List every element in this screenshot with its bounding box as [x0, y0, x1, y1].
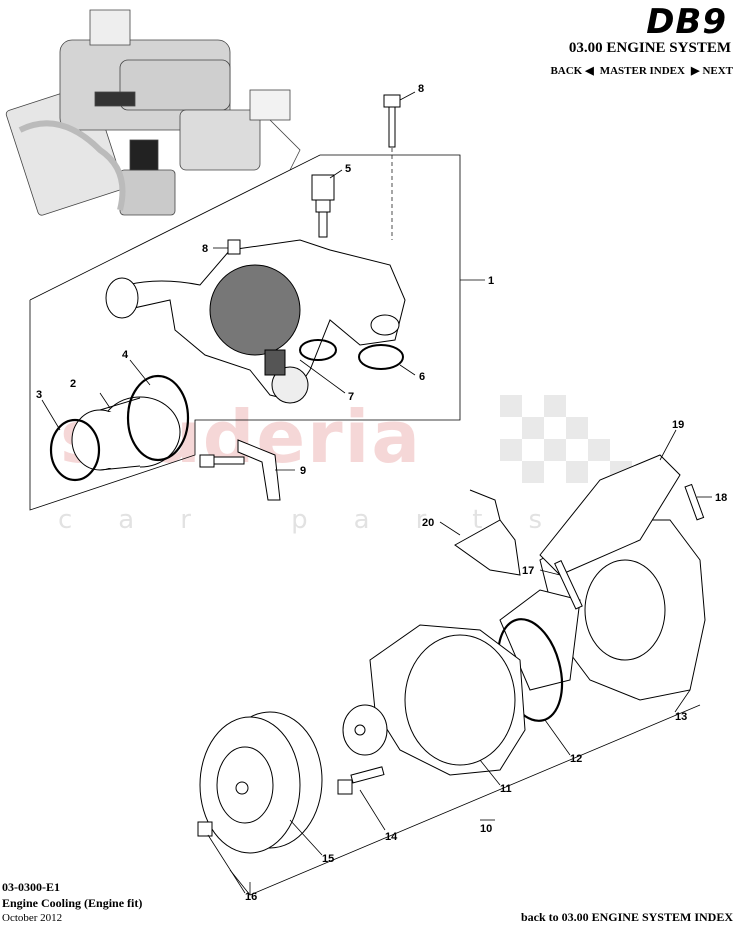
thermostat [71, 396, 181, 471]
checkered-flag-watermark [500, 395, 632, 483]
callout-9: 9 [300, 465, 306, 477]
bolt-14 [337, 766, 385, 795]
callout-19: 19 [672, 419, 684, 431]
callout-17: 17 [522, 565, 534, 577]
pulley [199, 711, 323, 854]
callout-8-top: 8 [418, 83, 424, 95]
bracket-20 [454, 519, 521, 576]
callout-7: 7 [348, 391, 354, 403]
master-index-link[interactable]: MASTER INDEX [599, 64, 685, 77]
water-pump [342, 624, 526, 776]
arrow-right-icon: ▶ [690, 65, 700, 77]
db9-logo: DB9 [646, 2, 727, 42]
o-ring-6 [358, 344, 404, 370]
callout-6: 6 [419, 371, 425, 383]
callout-5: 5 [345, 163, 351, 175]
bolt-18 [684, 483, 705, 521]
bolt-17 [554, 559, 583, 610]
bracket-9 [199, 439, 281, 501]
callout-13: 13 [675, 711, 687, 723]
diagram-name: Engine Cooling (Engine fit) [2, 896, 143, 910]
back-to-index-link[interactable]: back to 03.00 ENGINE SYSTEM INDEX [520, 910, 733, 924]
engine-overview-image [5, 9, 301, 216]
assembly-frame [29, 154, 461, 511]
callout-14: 14 [385, 831, 398, 843]
diagram-code: 03-0300-E1 [2, 880, 60, 894]
callout-4: 4 [122, 349, 129, 361]
callout-1: 1 [488, 275, 494, 287]
o-ring-4 [126, 374, 190, 462]
nav-bar: BACK ◀ MASTER INDEX ▶ NEXT [550, 64, 733, 78]
back-label: BACK [550, 64, 583, 77]
bolt-8-left [227, 239, 241, 255]
back-link[interactable]: BACK ◀ [550, 64, 594, 78]
watermark-subtext: car parts [58, 505, 589, 535]
arrow-left-icon: ◀ [585, 65, 594, 77]
bolt-16 [197, 821, 213, 837]
o-ring-7 [299, 339, 337, 361]
callout-10: 10 [480, 823, 492, 835]
callout-15: 15 [322, 853, 334, 865]
callout-16: 16 [245, 891, 257, 903]
temperature-sensor [311, 174, 335, 238]
callout-20: 20 [422, 517, 434, 529]
bolt-8-top [383, 94, 401, 148]
section-title: 03.00 ENGINE SYSTEM [568, 40, 731, 56]
seal-3 [49, 418, 101, 482]
callout-3: 3 [36, 389, 42, 401]
callout-18: 18 [715, 492, 727, 504]
diagram-date: October 2012 [2, 912, 63, 924]
next-link[interactable]: ▶ NEXT [690, 64, 733, 78]
callout-8-left: 8 [202, 243, 208, 255]
callout-2: 2 [70, 378, 76, 390]
thermostat-housing [105, 239, 406, 404]
callout-12: 12 [570, 753, 582, 765]
next-label: NEXT [702, 64, 733, 77]
callout-11: 11 [500, 783, 512, 795]
